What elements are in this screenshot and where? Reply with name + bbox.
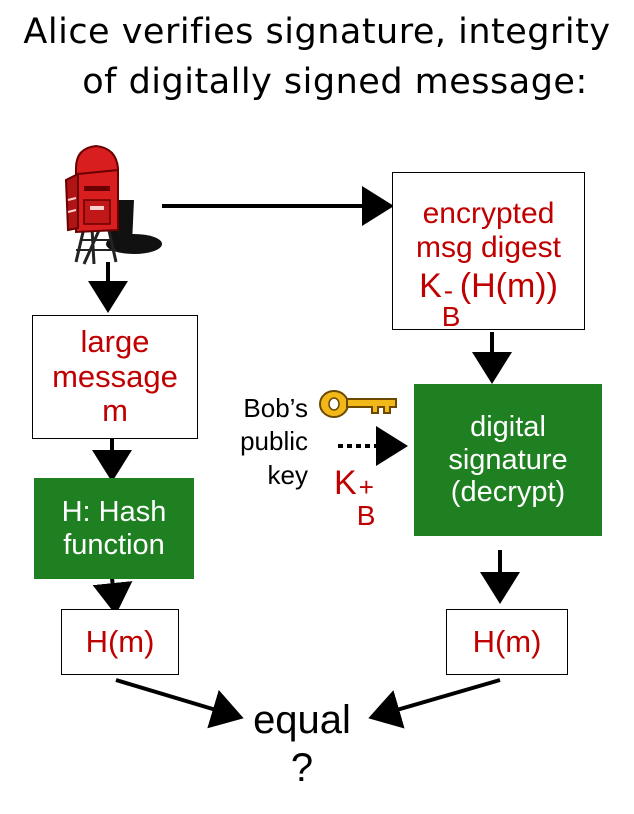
digital-signature-line-2: signature: [448, 443, 568, 476]
large-message-box: large message m: [32, 315, 198, 439]
public-key-label-line-2: public: [240, 426, 308, 457]
public-key-label-line-3: key: [267, 459, 308, 490]
public-key-label: Bob’s public key: [212, 392, 308, 492]
public-key-k: K: [334, 464, 357, 502]
digital-signature-box: digital signature (decrypt): [414, 384, 602, 536]
formula-hm: (H(m)): [459, 266, 558, 305]
public-key-superscript-plus: +: [358, 472, 374, 502]
title-line-2: of digitally signed message:: [82, 62, 588, 102]
hash-function-box: H: Hash function: [34, 478, 194, 579]
encrypted-digest-formula: K-B(H(m)): [419, 266, 558, 332]
digital-signature-line-3: (decrypt): [450, 476, 566, 509]
hash-function-line-1: H: Hash: [61, 496, 167, 529]
public-key-formula: K+B: [334, 464, 377, 531]
encrypted-digest-line-2: msg digest: [415, 230, 562, 264]
hash-output-right: H(m): [446, 609, 568, 675]
large-message-line-3: m: [102, 393, 128, 429]
key-icon: [319, 390, 397, 418]
formula-k: K: [419, 266, 442, 305]
large-message-line-1: large: [80, 323, 150, 359]
digital-signature-line-1: digital: [470, 411, 546, 444]
equal-label: equal ?: [232, 696, 372, 792]
equal-word: equal: [253, 698, 351, 742]
arrow-right-to-equal: [368, 678, 501, 729]
encrypted-digest-box: encrypted msg digest K-B(H(m)): [392, 172, 585, 332]
arrow-left-to-equal: [115, 678, 244, 729]
hash-output-left: H(m): [61, 609, 179, 675]
public-key-subscript-b: B: [356, 500, 376, 531]
encrypted-digest-line-1: encrypted: [422, 197, 555, 231]
hash-output-right-text: H(m): [472, 623, 542, 659]
title-line-1: Alice verifies signature, integrity: [23, 12, 611, 52]
mailbox-icon: [64, 144, 162, 265]
question-mark: ?: [290, 746, 314, 790]
formula-superscript-minus: -: [443, 274, 454, 306]
hash-output-left-text: H(m): [85, 623, 155, 659]
formula-subscript-b: B: [441, 300, 461, 332]
hash-function-line-2: function: [63, 528, 165, 561]
large-message-line-2: message: [52, 358, 178, 394]
public-key-label-line-1: Bob’s: [243, 393, 308, 423]
arrow-hash-to-hm: [92, 577, 133, 615]
